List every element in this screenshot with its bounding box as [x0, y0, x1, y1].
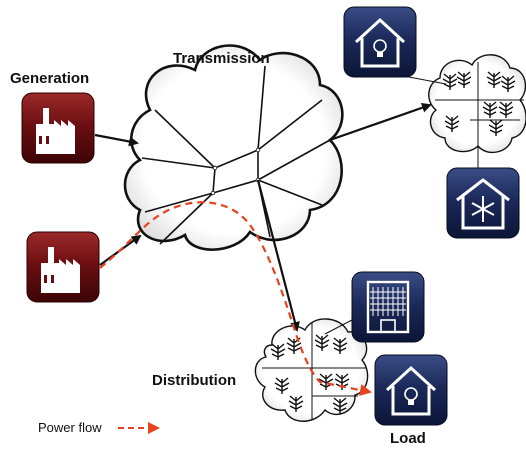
house-lightbulb-icon: [385, 365, 437, 416]
house-lightbulb-icon: [354, 17, 406, 68]
load-house-snowflake: [446, 167, 520, 239]
generation-plant-2: [26, 231, 100, 303]
distribution-network-upper: [428, 54, 526, 154]
power-flow-path: [99, 201, 372, 396]
generation-to-transmission-arrow: [94, 133, 139, 147]
load-house-lightbulb-lower: [374, 354, 448, 426]
transmission-to-lower-distribution-arrow: [256, 179, 300, 332]
load-office-building: [351, 271, 425, 343]
office-building-icon: [366, 280, 410, 334]
load-label: Load: [390, 430, 426, 447]
house-snowflake-icon: [456, 178, 510, 230]
transmission-network: [123, 44, 344, 251]
generation-label: Generation: [10, 70, 90, 87]
legend-power-flow-text: Power flow: [38, 420, 102, 435]
distribution-label: Distribution: [152, 372, 237, 389]
load-house-lightbulb: [343, 6, 417, 78]
generation-plant-1: [21, 92, 95, 164]
transmission-to-distribution-arrow: [329, 102, 432, 142]
transmission-label: Transmission: [173, 50, 270, 67]
